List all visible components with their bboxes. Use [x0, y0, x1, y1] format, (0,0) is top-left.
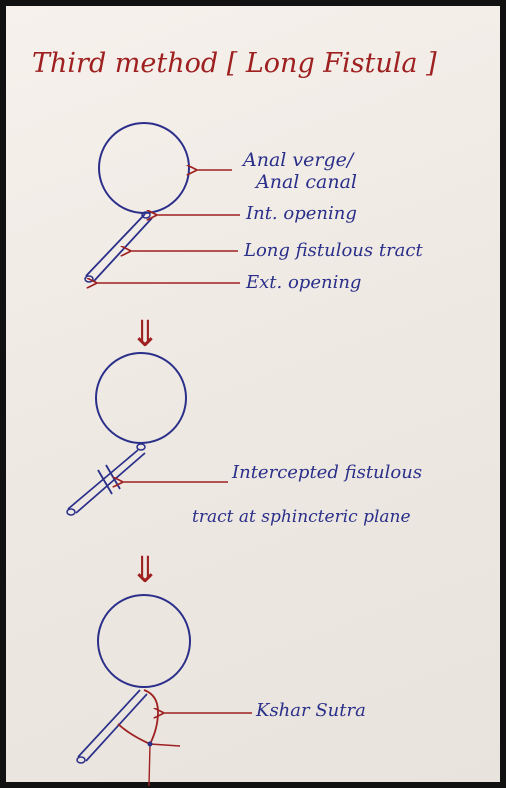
tract-3a	[77, 689, 141, 758]
stage-2-intercepted: Intercepted fistulous tract at sphincter…	[66, 352, 422, 527]
kshar-sutra-thread	[117, 689, 159, 746]
label-intercepted-2: tract at sphincteric plane	[192, 507, 411, 527]
anal-canal-circle-3	[97, 594, 191, 688]
fistula-tract-1b	[93, 217, 153, 282]
down-arrow-2: ⇓	[130, 550, 160, 591]
label-long-tract: Long fistulous tract	[243, 240, 423, 261]
paper-sheet	[6, 6, 500, 782]
ligature-mark-a	[97, 469, 113, 495]
knot-mark	[147, 741, 153, 747]
stage-3-kshar-sutra: Kshar Sutra	[76, 594, 366, 787]
int-opening-2	[136, 443, 146, 451]
down-arrow-1: ⇓	[130, 314, 160, 355]
anal-canal-circle-2	[95, 352, 187, 444]
anal-canal-circle-1	[98, 122, 190, 214]
thread-end-2	[148, 743, 151, 787]
label-intercepted-1: Intercepted fistulous	[231, 462, 422, 483]
tract-3b	[85, 693, 148, 762]
label-ext-opening: Ext. opening	[245, 272, 361, 293]
thread-end-1	[149, 743, 181, 747]
stage-1-initial: Anal verge/ Anal canal Int. opening Long…	[84, 122, 423, 293]
label-anal-verge: Anal verge/	[241, 149, 355, 171]
ext-opening-2	[66, 508, 76, 516]
tract-2b	[75, 452, 146, 514]
ext-opening-3	[76, 756, 86, 764]
label-kshar-sutra: Kshar Sutra	[255, 700, 366, 721]
label-int-opening: Int. opening	[245, 203, 357, 224]
fistula-tract-1a	[85, 213, 146, 277]
label-anal-canal: Anal canal	[254, 171, 357, 193]
external-opening-mark	[84, 275, 94, 283]
page-title: Third method [ Long Fistula ]	[32, 48, 437, 79]
